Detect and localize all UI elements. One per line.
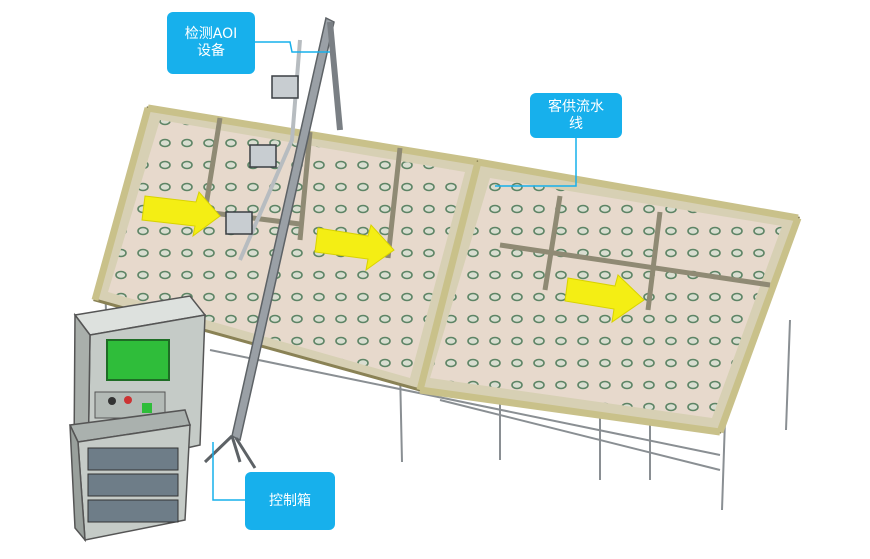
- flow-arrow-1: [141, 190, 221, 238]
- leader-aoi: [255, 41, 330, 53]
- callout-aoi-device: 检测AOI 设备: [167, 12, 255, 74]
- cabinet-drawer: [87, 473, 179, 497]
- aoi-camera-bottom: [225, 211, 253, 235]
- flow-arrows: [141, 190, 645, 324]
- cabinet-drawer: [87, 499, 179, 523]
- aoi-camera-middle: [249, 144, 277, 168]
- cabinet-button: [108, 397, 116, 405]
- flow-arrow-2: [314, 223, 395, 272]
- callout-control-box: 控制箱: [245, 472, 335, 530]
- aoi-camera-top: [271, 75, 299, 99]
- aoi-gantry: [203, 16, 343, 469]
- callout-customer-line: 客供流水 线: [530, 93, 622, 138]
- cabinet-screen: [106, 339, 170, 381]
- cabinet-switch: [142, 403, 152, 413]
- cabinet-drawer: [87, 447, 179, 471]
- leader-line: [495, 138, 577, 187]
- control-cabinet: [68, 295, 207, 543]
- leader-lines: [212, 41, 577, 501]
- leader-box: [212, 442, 245, 501]
- conveyor-right: [416, 158, 802, 436]
- cabinet-button: [124, 396, 132, 404]
- flow-arrow-3: [564, 274, 645, 324]
